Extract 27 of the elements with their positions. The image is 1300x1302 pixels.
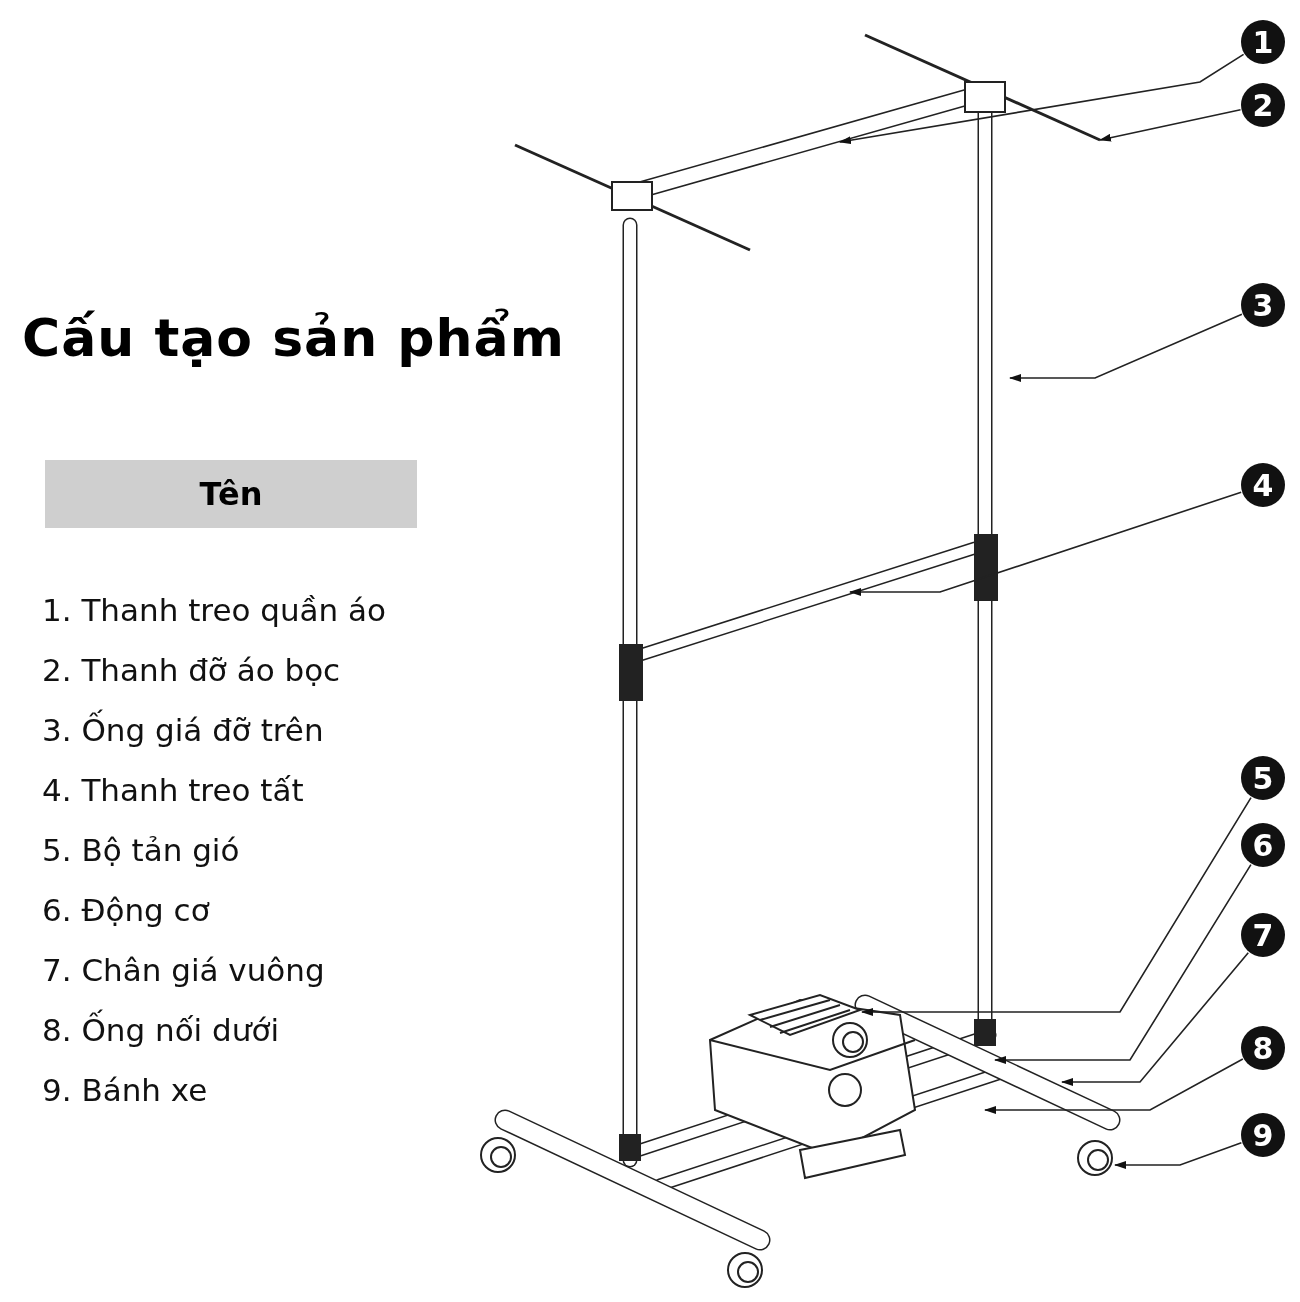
leader-line xyxy=(839,53,1245,145)
callout-number: 2 xyxy=(1241,83,1285,127)
leader-line xyxy=(1099,109,1242,142)
callout-number: 5 xyxy=(1241,756,1285,800)
callout-number: 3 xyxy=(1241,283,1285,327)
title: Cấu tạo sản phẩm xyxy=(22,308,565,368)
callout-number: 6 xyxy=(1241,823,1285,867)
callout-number: 1 xyxy=(1241,20,1285,64)
list-item: 1. Thanh treo quần áo xyxy=(42,592,387,628)
leader-line xyxy=(994,863,1252,1064)
table-header: Tên xyxy=(45,460,417,528)
list-item: 4. Thanh treo tất xyxy=(42,772,304,808)
callout-number: 7 xyxy=(1241,913,1285,957)
callout-number: 9 xyxy=(1241,1113,1285,1157)
leader-line xyxy=(849,491,1242,596)
list-item: 9. Bánh xe xyxy=(42,1072,208,1108)
leader-line xyxy=(984,1058,1244,1114)
list-item: 7. Chân giá vuông xyxy=(42,952,325,988)
leader-line xyxy=(861,796,1252,1016)
leader-line xyxy=(1061,951,1250,1086)
leader-line xyxy=(1114,1142,1243,1169)
list-item: 5. Bộ tản gió xyxy=(42,832,240,868)
list-item: 6. Động cơ xyxy=(42,892,210,928)
list-item: 2. Thanh đỡ áo bọc xyxy=(42,652,341,688)
callout-number: 8 xyxy=(1241,1026,1285,1070)
callout-number: 4 xyxy=(1241,463,1285,507)
leader-line xyxy=(1009,313,1243,382)
